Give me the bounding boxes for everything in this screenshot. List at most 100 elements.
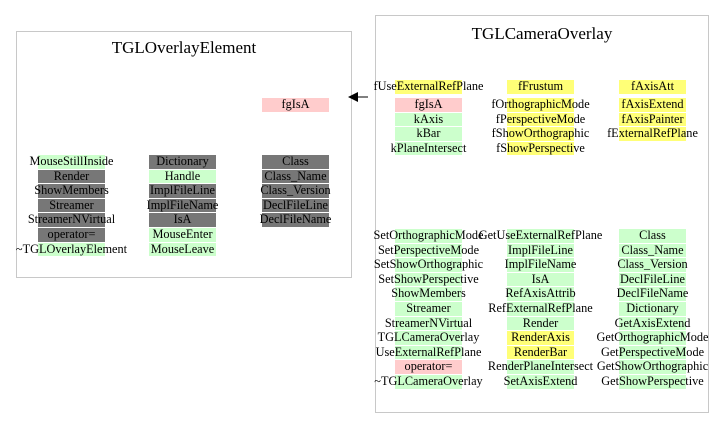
class-member[interactable]: ImplFileName bbox=[504, 257, 577, 272]
class-member[interactable]: kAxis bbox=[395, 112, 462, 127]
class-member[interactable]: Class bbox=[262, 154, 329, 169]
class-member[interactable]: GetPerspectiveMode bbox=[601, 345, 704, 360]
class-member[interactable]: Class_Version bbox=[617, 257, 688, 272]
class-member[interactable]: GetOrthographicMode bbox=[596, 331, 709, 345]
class-member[interactable]: fFrustum bbox=[507, 79, 574, 94]
class-member[interactable]: Class_Version bbox=[260, 183, 331, 198]
class-member[interactable]: Class bbox=[619, 228, 686, 243]
member-label: MouseEnter bbox=[152, 226, 213, 241]
class-member[interactable]: StreamerNVirtual bbox=[28, 213, 115, 227]
class-member[interactable]: Render bbox=[507, 316, 574, 331]
class-member[interactable]: ShowMembers bbox=[391, 287, 466, 301]
class-member[interactable]: fOrthographicMode bbox=[491, 97, 590, 112]
member-label: fOrthographicMode bbox=[491, 97, 590, 111]
class-member[interactable]: DeclFileName bbox=[259, 212, 332, 227]
class-member[interactable]: ImplFileName bbox=[147, 198, 218, 213]
class-member[interactable]: fUseExternalRefPlane bbox=[374, 79, 483, 94]
class-member[interactable]: fExternalRefPlane bbox=[607, 127, 698, 141]
member-label: ImplFileLine bbox=[508, 242, 573, 257]
class-member[interactable]: GetUseExternalRefPlane bbox=[479, 228, 602, 243]
class-member[interactable]: ImplFileLine bbox=[149, 184, 216, 198]
class-member[interactable]: fgIsA bbox=[395, 97, 462, 112]
class-member[interactable]: MouseLeave bbox=[149, 242, 216, 257]
class-member[interactable]: ImplFileLine bbox=[507, 242, 574, 258]
class-member[interactable]: fAxisAtt bbox=[619, 79, 686, 94]
member-label: StreamerNVirtual bbox=[384, 315, 473, 330]
class-member[interactable]: Streamer bbox=[38, 197, 105, 213]
member-label: Class_Version bbox=[260, 183, 331, 198]
member-label: IsA bbox=[173, 212, 192, 227]
class-member[interactable]: kBar bbox=[395, 127, 462, 141]
class-member[interactable]: SetPerspectiveMode bbox=[378, 243, 479, 258]
class-member[interactable]: operator= bbox=[38, 227, 105, 242]
class-member[interactable]: kPlaneIntersect bbox=[391, 141, 466, 156]
class-member[interactable]: DeclFileName bbox=[617, 287, 688, 301]
member-label: GetShowPerspective bbox=[601, 373, 704, 388]
class-member[interactable]: DeclFileLine bbox=[619, 271, 686, 287]
class-member[interactable]: GetAxisExtend bbox=[615, 316, 690, 331]
class-member[interactable]: MouseStillInside bbox=[29, 154, 114, 169]
class-member[interactable]: ShowMembers bbox=[34, 184, 109, 198]
class-member[interactable]: MouseEnter bbox=[149, 226, 216, 242]
class-member[interactable]: Render bbox=[38, 169, 105, 184]
member-label: UseExternalRefPlane bbox=[375, 344, 482, 359]
member-column: fAxisAtt bbox=[619, 79, 686, 95]
class-member[interactable]: Handle bbox=[149, 169, 216, 184]
class-member[interactable]: fAxisExtend bbox=[619, 97, 686, 112]
member-label: Class_Version bbox=[617, 257, 688, 272]
class-member[interactable]: RenderPlaneIntersect bbox=[488, 360, 593, 374]
class-member[interactable]: Class_Name bbox=[262, 169, 329, 184]
class-member[interactable]: fShowPerspective bbox=[496, 141, 585, 156]
class-member[interactable]: GetShowPerspective bbox=[601, 374, 704, 389]
class-member[interactable]: IsA bbox=[507, 271, 574, 287]
class-member[interactable]: fShowOrthographic bbox=[492, 127, 589, 141]
class-member[interactable]: RenderBar bbox=[507, 345, 574, 360]
member-label: Streamer bbox=[49, 197, 94, 212]
class-member[interactable]: Dictionary bbox=[149, 154, 216, 169]
member-label: ~TGLCameraOverlay bbox=[374, 373, 483, 388]
class-member[interactable]: DeclFileLine bbox=[262, 198, 329, 213]
class-member[interactable]: ~TGLOverlayElement bbox=[16, 242, 127, 257]
member-label: operator= bbox=[404, 359, 453, 374]
class-member[interactable]: RenderAxis bbox=[507, 331, 574, 345]
member-label: kBar bbox=[416, 126, 441, 141]
class-member[interactable]: SetShowPerspective bbox=[378, 272, 479, 287]
class-member[interactable]: fPerspectiveMode bbox=[496, 112, 585, 127]
class-member[interactable]: StreamerNVirtual bbox=[385, 316, 472, 331]
member-label: SetAxisExtend bbox=[503, 373, 578, 388]
class-member[interactable]: ~TGLCameraOverlay bbox=[374, 374, 483, 389]
member-label: ImplFileName bbox=[504, 257, 577, 272]
class-member[interactable]: Class_Name bbox=[619, 243, 686, 258]
member-label: fgIsA bbox=[281, 97, 310, 111]
class-member[interactable]: SetOrthographicMode bbox=[374, 228, 483, 243]
member-label: fFrustum bbox=[517, 79, 564, 93]
member-column: fgIsA bbox=[262, 97, 329, 113]
class-member[interactable]: TGLCameraOverlay bbox=[378, 331, 479, 345]
member-label: GetShowOrthographic bbox=[596, 359, 709, 374]
class-member[interactable]: Dictionary bbox=[619, 301, 686, 316]
member-label: Streamer bbox=[406, 300, 451, 315]
class-member[interactable]: Streamer bbox=[395, 300, 462, 316]
class-member[interactable]: GetShowOrthographic bbox=[597, 360, 708, 374]
class-member[interactable]: IsA bbox=[149, 213, 216, 227]
member-column: fUseExternalRefPlane bbox=[374, 79, 483, 95]
class-member[interactable]: SetAxisExtend bbox=[504, 374, 577, 389]
member-label: DeclFileName bbox=[259, 212, 332, 227]
class-member[interactable]: UseExternalRefPlane bbox=[376, 345, 481, 360]
member-label: fgIsA bbox=[414, 97, 443, 111]
class-member[interactable]: operator= bbox=[395, 360, 462, 374]
class-member[interactable]: RefAxisAttrib bbox=[505, 287, 576, 301]
class-member[interactable]: fgIsA bbox=[262, 97, 329, 112]
member-label: DeclFileLine bbox=[620, 271, 685, 286]
class-title: TGLOverlayElement bbox=[111, 38, 257, 57]
member-label: Dictionary bbox=[156, 154, 209, 168]
class-member[interactable]: SetShowOrthographic bbox=[374, 258, 483, 272]
class-member[interactable]: fAxisPainter bbox=[619, 112, 686, 127]
member-label: IsA bbox=[531, 271, 550, 286]
class-member[interactable]: RefExternalRefPlane bbox=[488, 301, 593, 316]
